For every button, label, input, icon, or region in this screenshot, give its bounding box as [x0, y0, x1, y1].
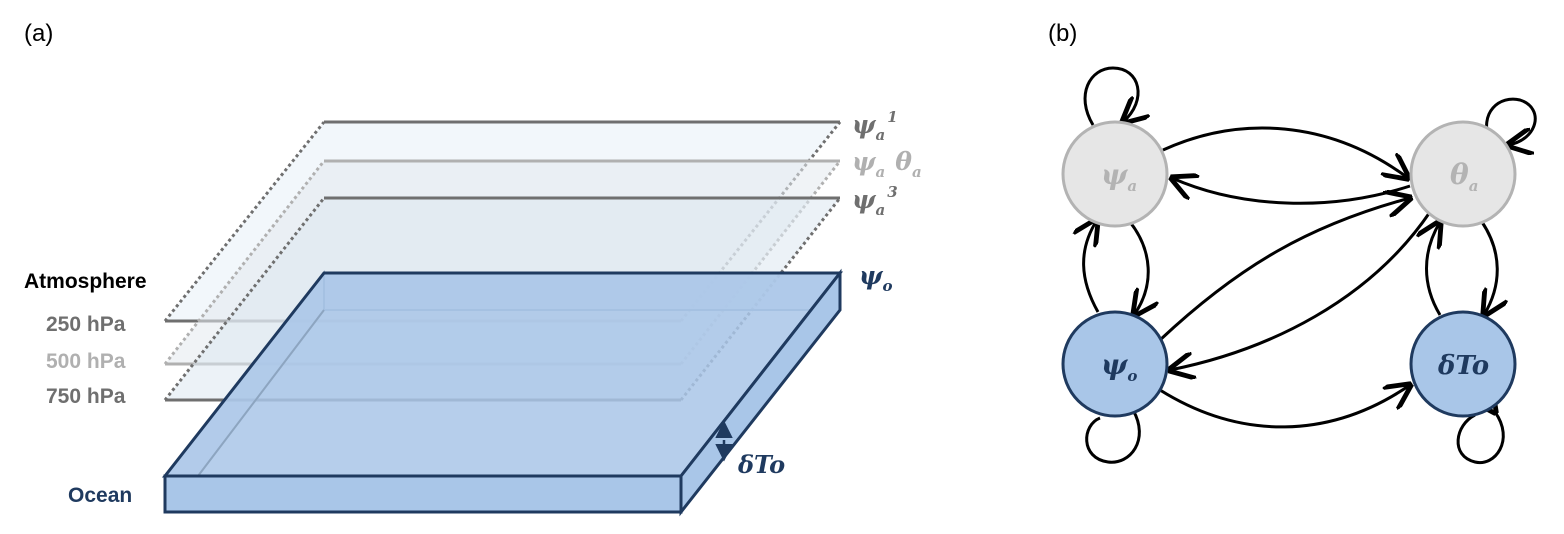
layer-label-psi-a3: ψa3 [852, 183, 898, 219]
edge-psi-a-to-psi-o [1128, 221, 1148, 315]
layer-label-psi-a1: ψa1 [852, 108, 898, 144]
node-theta-a-label: θa [1450, 158, 1478, 195]
level-label-250: 250 hPa [46, 313, 126, 336]
self-loop-theta-a [1485, 97, 1537, 145]
level-label-500: 500 hPa [46, 350, 126, 373]
layered-model-diagram: Atmosphere 250 hPa 500 hPa 750 hPa Ocean… [24, 108, 922, 517]
edge-theta-a-to-psi-a [1172, 178, 1411, 205]
node-dTo-label: δTo [1437, 351, 1489, 381]
atmosphere-label: Atmosphere [24, 270, 147, 293]
level-label-750: 750 hPa [46, 385, 126, 408]
ocean-label: Ocean [68, 484, 132, 507]
edge-theta-a-to-psi-o [1170, 211, 1432, 370]
self-loop-psi-a [1083, 66, 1138, 125]
node-psi-a-label: ψa [1101, 158, 1137, 195]
edge-dTo-to-theta-a [1427, 222, 1441, 316]
node-theta-a: θa [1409, 120, 1517, 228]
edge-psi-o-to-theta-a [1158, 198, 1410, 342]
node-psi-o: ψo [1061, 310, 1169, 418]
layer-label-psi-o: ψo [859, 261, 893, 295]
node-psi-o-circle [1061, 310, 1169, 418]
edge-psi-o-to-psi-a [1084, 220, 1098, 313]
edge-psi-a-to-theta-a [1162, 126, 1408, 178]
self-loop-dTo [1456, 412, 1505, 465]
node-psi-o-label: ψo [1101, 348, 1137, 385]
node-theta-a-circle [1409, 120, 1517, 228]
self-loop-psi-o [1085, 410, 1141, 464]
node-dTo-circle [1409, 310, 1517, 418]
node-psi-a-circle [1061, 120, 1169, 228]
panel-label-a: (a) [24, 20, 53, 47]
node-dTo: δTo [1409, 310, 1517, 418]
edge-theta-a-to-dTo [1482, 221, 1497, 315]
node-psi-a: ψa [1061, 120, 1169, 228]
panel-label-b: (b) [1048, 20, 1077, 47]
ocean-slab [161, 268, 844, 517]
edge-psi-o-to-dTo [1159, 385, 1410, 429]
ocean-temp-label: δTo [737, 450, 785, 479]
interaction-graph: ψa θa ψo δTo [1061, 66, 1537, 465]
